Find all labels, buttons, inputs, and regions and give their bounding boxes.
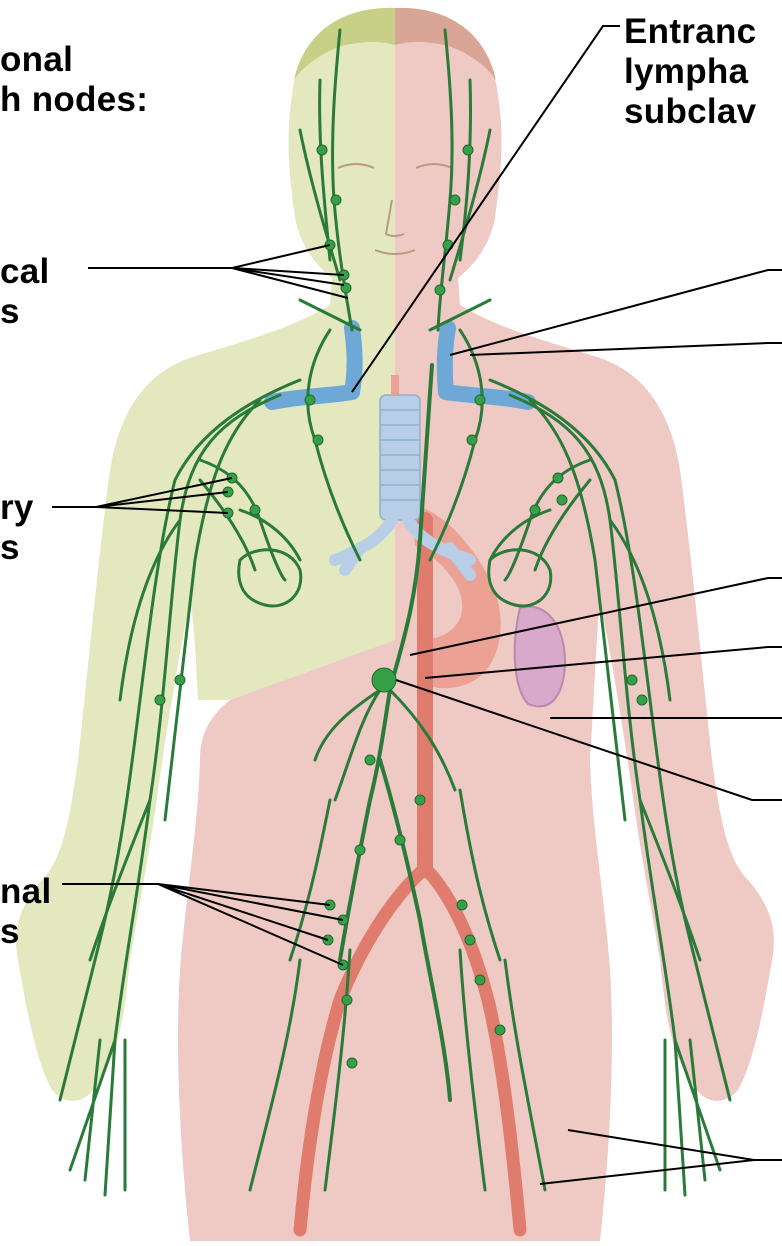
lymph-node bbox=[250, 505, 260, 515]
label-entrance-line-2: lympha bbox=[624, 52, 748, 92]
label-entrance-line-1: Entranc bbox=[624, 12, 756, 52]
lymph-node bbox=[435, 285, 445, 295]
label-cervical-line-1: cal bbox=[0, 252, 50, 292]
lymph-node bbox=[175, 675, 185, 685]
lymph-node bbox=[342, 995, 352, 1005]
lymph-node bbox=[317, 145, 327, 155]
cisterna-chyli bbox=[372, 668, 396, 692]
lymph-node bbox=[457, 900, 467, 910]
lymph-node bbox=[395, 835, 405, 845]
lymph-node bbox=[553, 473, 563, 483]
label-cervical-line-2: s bbox=[0, 292, 20, 332]
lymph-node bbox=[305, 395, 315, 405]
lymph-node bbox=[465, 935, 475, 945]
lymph-node bbox=[365, 755, 375, 765]
lymph-node bbox=[450, 195, 460, 205]
title-line-2: h nodes: bbox=[0, 80, 148, 120]
label-entrance-line-3: subclav bbox=[624, 92, 756, 132]
label-axillary-line-1: ry bbox=[0, 488, 34, 528]
label-inguinal-line-1: nal bbox=[0, 872, 51, 912]
label-axillary-line-2: s bbox=[0, 528, 20, 568]
lymph-node bbox=[463, 145, 473, 155]
lymph-node bbox=[347, 1058, 357, 1068]
lymph-node bbox=[627, 675, 637, 685]
lymph-node bbox=[467, 435, 477, 445]
lymph-node bbox=[415, 795, 425, 805]
lymph-node bbox=[495, 1025, 505, 1035]
lymph-node bbox=[557, 495, 567, 505]
body-silhouette bbox=[16, 8, 774, 1241]
lymph-node bbox=[475, 975, 485, 985]
leader-right-vein bbox=[450, 270, 782, 355]
lymph-node bbox=[637, 695, 647, 705]
lymph-node bbox=[530, 505, 540, 515]
title-line-1: onal bbox=[0, 40, 73, 80]
lymph-node bbox=[313, 435, 323, 445]
lymph-node bbox=[331, 195, 341, 205]
label-inguinal-line-2: s bbox=[0, 912, 20, 952]
lymph-node bbox=[355, 845, 365, 855]
lymph-node bbox=[155, 695, 165, 705]
lymph-node bbox=[475, 395, 485, 405]
